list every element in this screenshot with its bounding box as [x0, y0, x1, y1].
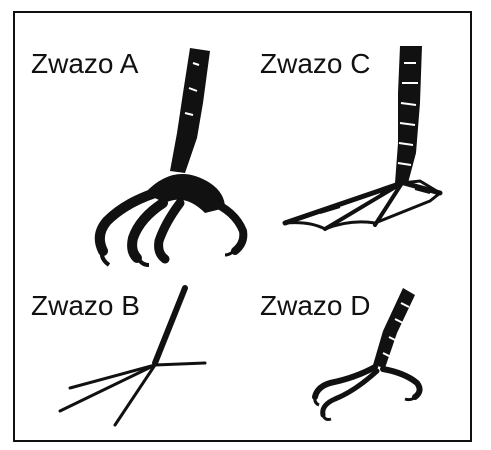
long-toed-wading-foot-icon — [55, 283, 215, 433]
webbed-foot-icon — [280, 43, 450, 233]
perching-foot-icon — [305, 283, 435, 423]
raptor-talon-foot-icon — [85, 43, 255, 263]
figure-frame: Zwazo A Zwazo C Zwazo B — [13, 11, 472, 442]
